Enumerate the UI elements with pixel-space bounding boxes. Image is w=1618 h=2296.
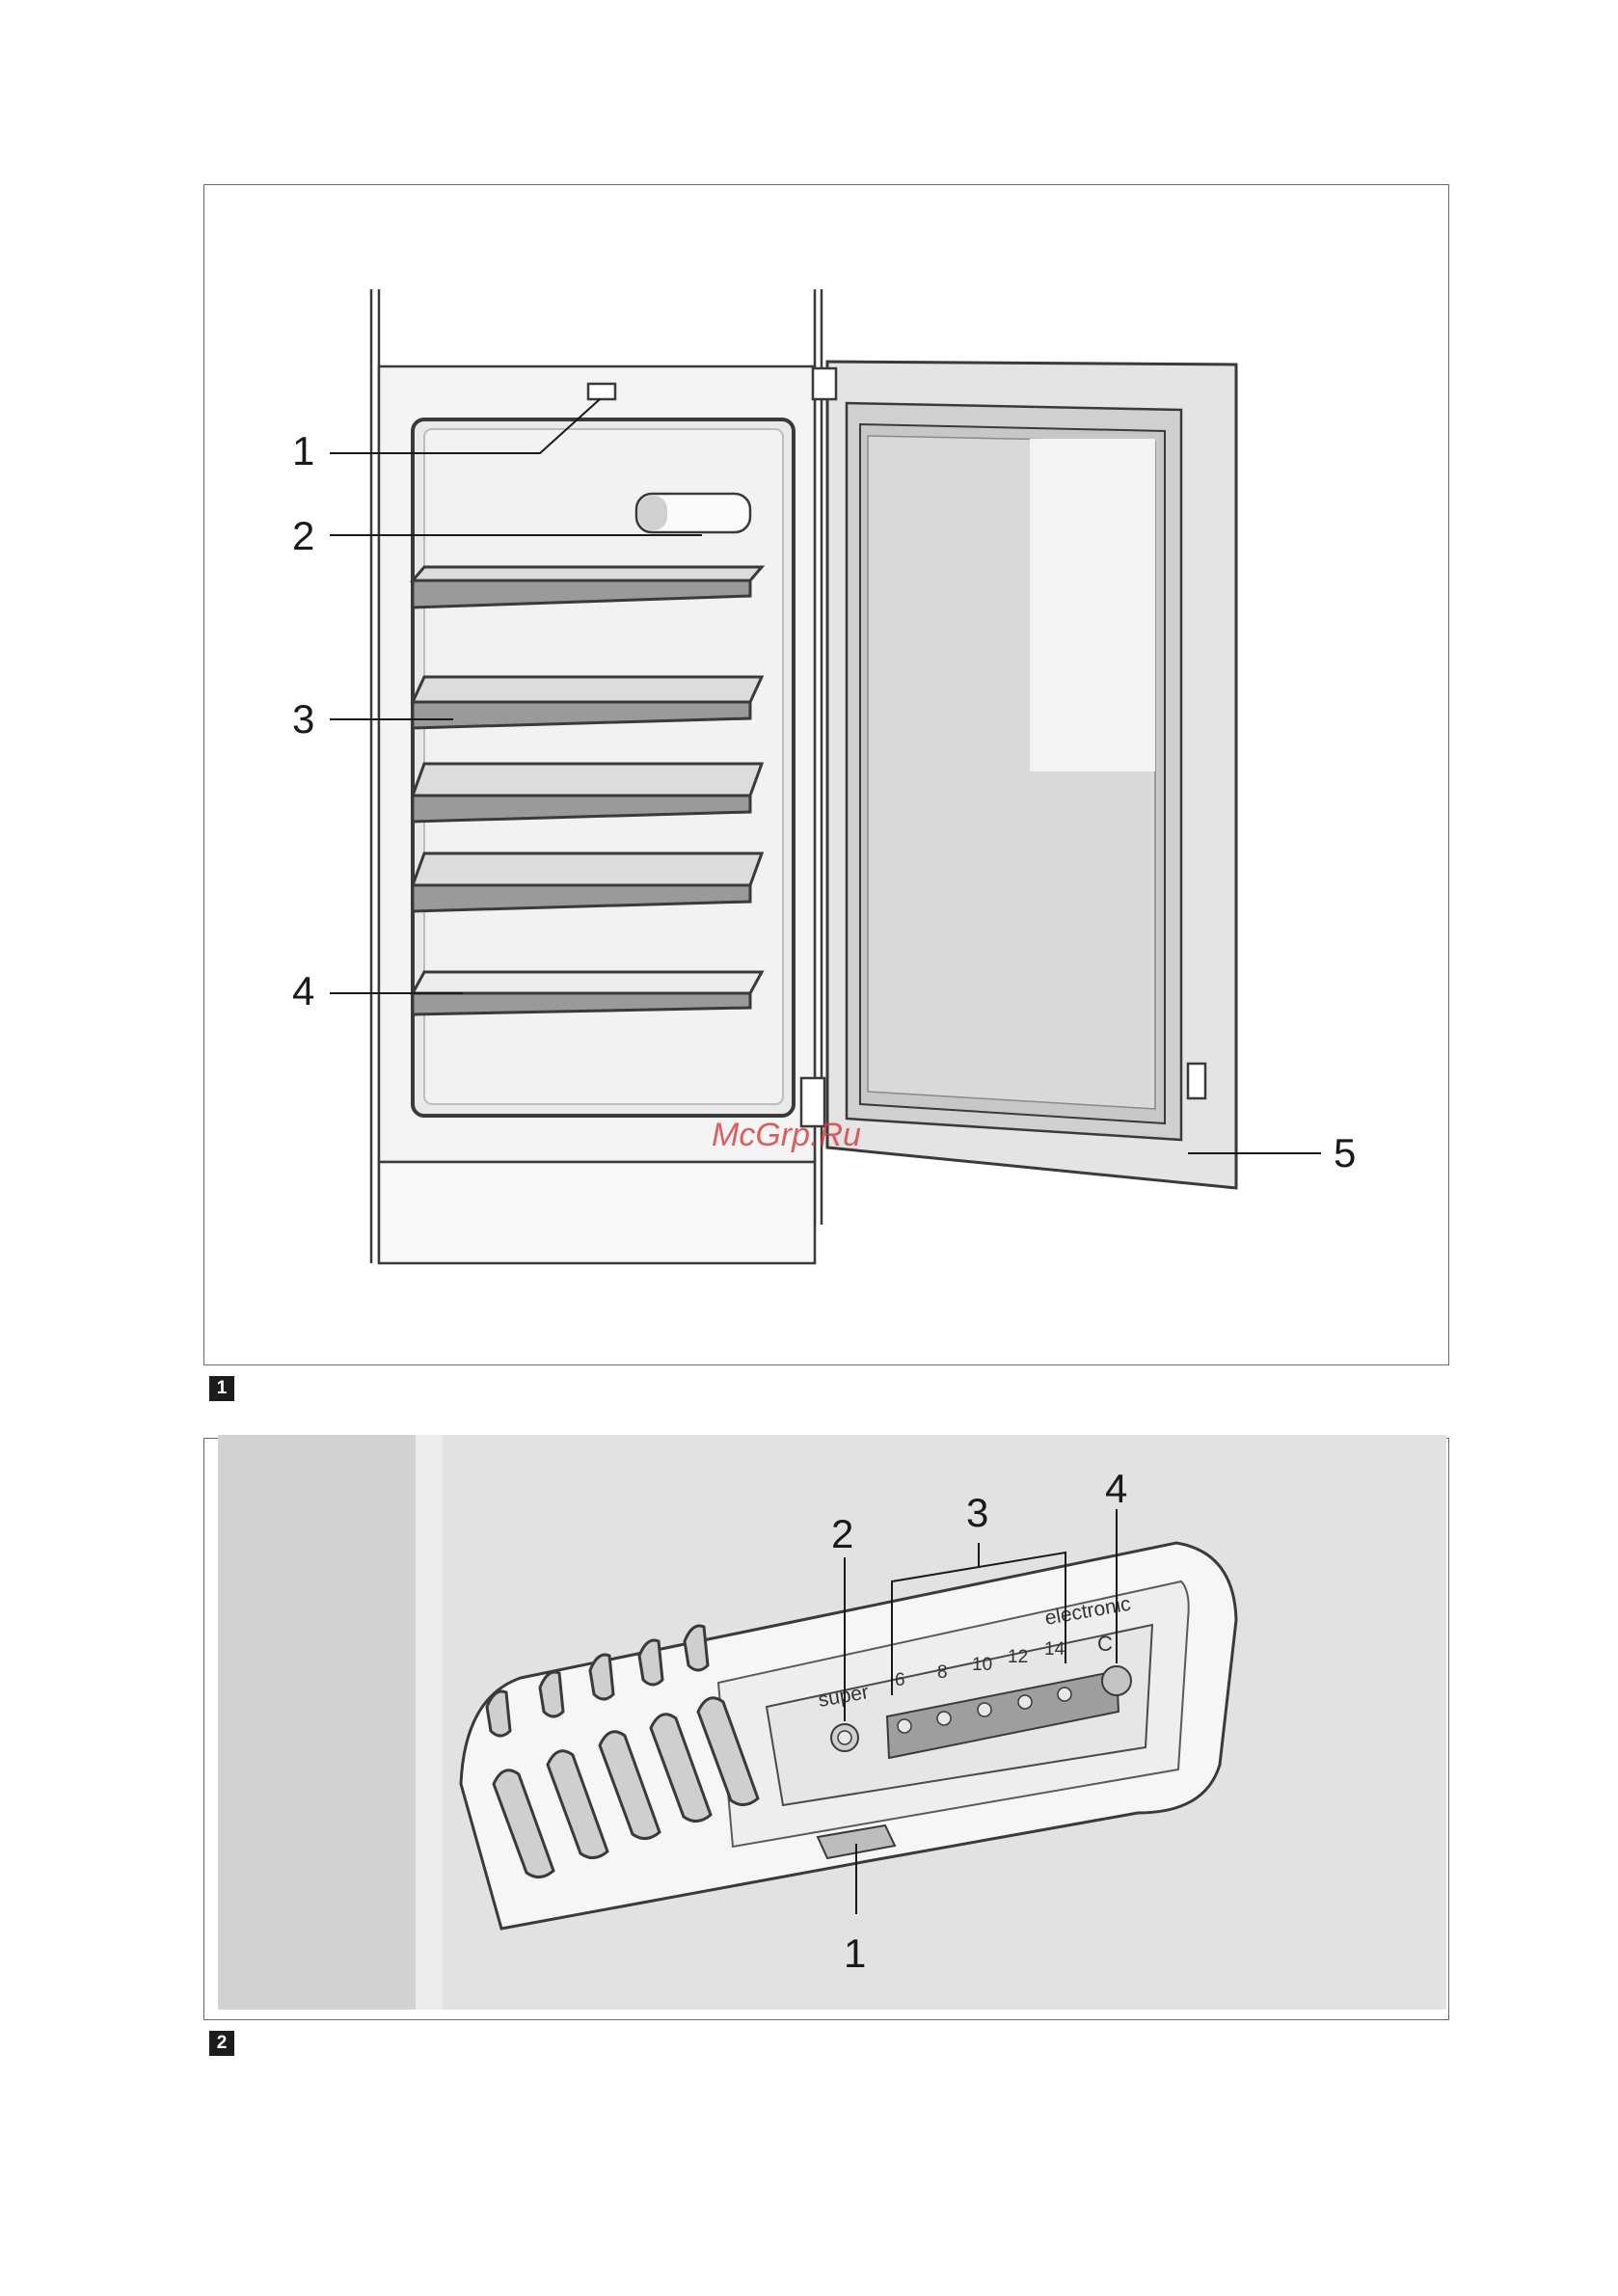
fig1-callout-1: 1 (292, 428, 314, 473)
unit-label-c: C (1097, 1632, 1113, 1656)
temp-label-6: 6 (895, 1670, 905, 1690)
temp-label-14: 14 (1044, 1639, 1065, 1660)
temp-label-8: 8 (937, 1662, 948, 1683)
fig2-callout-4: 4 (1105, 1466, 1127, 1511)
temp-label-12: 12 (1008, 1647, 1028, 1667)
fig2-callout-1: 1 (844, 1931, 866, 1976)
fig1-callout-3: 3 (292, 696, 314, 742)
watermark: McGrp.Ru (712, 1117, 861, 1154)
fig2-callout-2: 2 (831, 1511, 853, 1556)
fig1-callout-4: 4 (292, 968, 314, 1013)
fig1-callout-2: 2 (292, 513, 314, 558)
temp-label-10: 10 (972, 1655, 992, 1675)
fig1-callout-5: 5 (1334, 1130, 1356, 1175)
fig2-callout-3: 3 (966, 1490, 988, 1535)
